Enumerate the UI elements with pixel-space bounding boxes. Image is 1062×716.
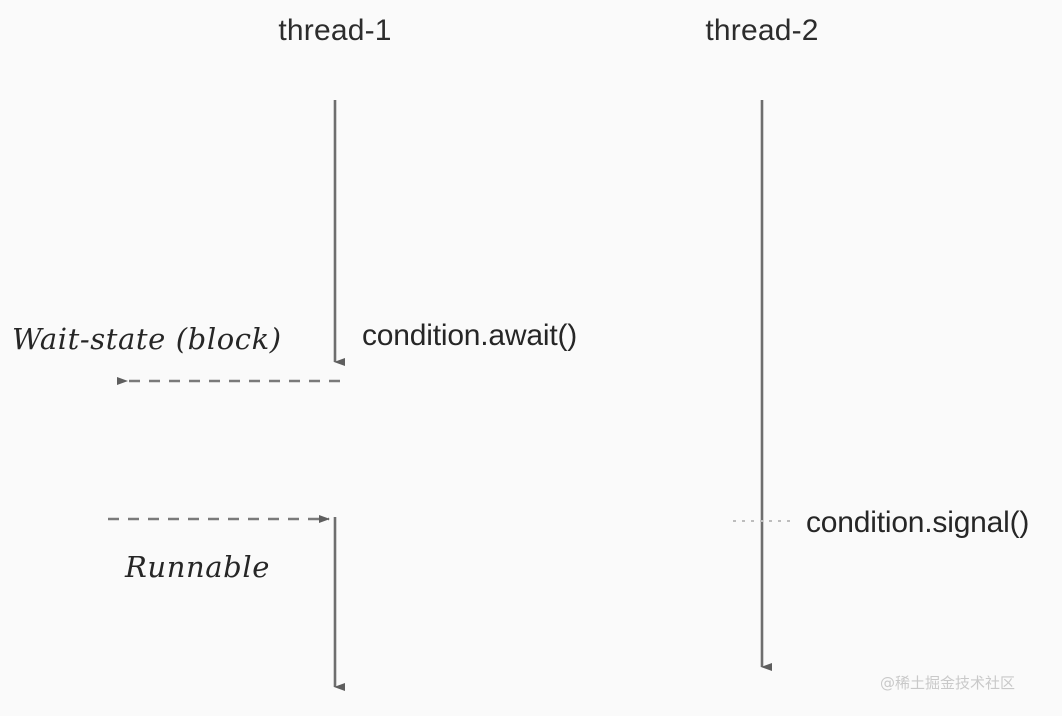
message-label-condition-await: condition.await() <box>362 319 578 352</box>
watermark-text: @稀土掘金技术社区 <box>880 674 1016 692</box>
message-label-condition-signal: condition.signal() <box>806 506 1030 539</box>
lifeline-title-thread-2: thread-2 <box>705 14 819 47</box>
state-label-wait-state: Wait-state (block) <box>12 322 282 356</box>
lifeline-title-thread-1: thread-1 <box>278 14 392 47</box>
state-label-runnable: Runnable <box>125 550 270 584</box>
